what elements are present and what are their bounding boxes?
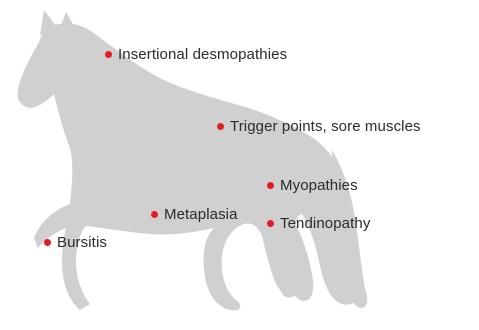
callout-label: Metaplasia xyxy=(164,206,238,223)
marker-dot xyxy=(105,51,112,58)
callout-label: Insertional desmopathies xyxy=(118,46,287,63)
callout-myopathies: Myopathies xyxy=(267,177,358,194)
callout-insertional-desmopathies: Insertional desmopathies xyxy=(105,46,287,63)
callout-tendinopathy: Tendinopathy xyxy=(267,215,370,232)
callout-label: Bursitis xyxy=(57,234,107,251)
marker-dot xyxy=(267,182,274,189)
callout-label: Tendinopathy xyxy=(280,215,370,232)
callout-metaplasia: Metaplasia xyxy=(151,206,238,223)
callout-label: Myopathies xyxy=(280,177,358,194)
callout-bursitis: Bursitis xyxy=(44,234,107,251)
marker-dot xyxy=(151,211,158,218)
marker-dot xyxy=(217,123,224,130)
marker-dot xyxy=(267,220,274,227)
callout-trigger-points: Trigger points, sore muscles xyxy=(217,118,421,135)
marker-dot xyxy=(44,239,51,246)
callout-label: Trigger points, sore muscles xyxy=(230,118,421,135)
